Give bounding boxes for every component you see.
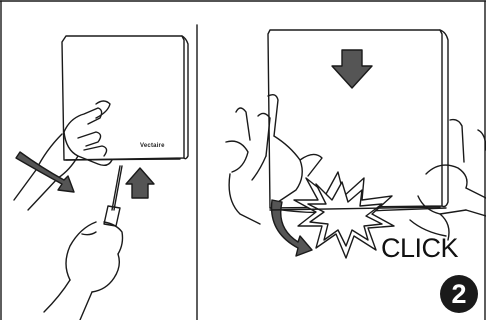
arrow-up-icon <box>126 168 154 198</box>
arrow-down-icon <box>332 50 372 88</box>
brand-label: Vectaire <box>140 143 165 149</box>
step-number-badge: 2 <box>440 275 478 313</box>
hand-icon <box>44 222 123 320</box>
screwdriver-icon <box>104 166 122 226</box>
fan-cover-left <box>62 36 188 160</box>
click-label: CLICK <box>381 233 458 264</box>
